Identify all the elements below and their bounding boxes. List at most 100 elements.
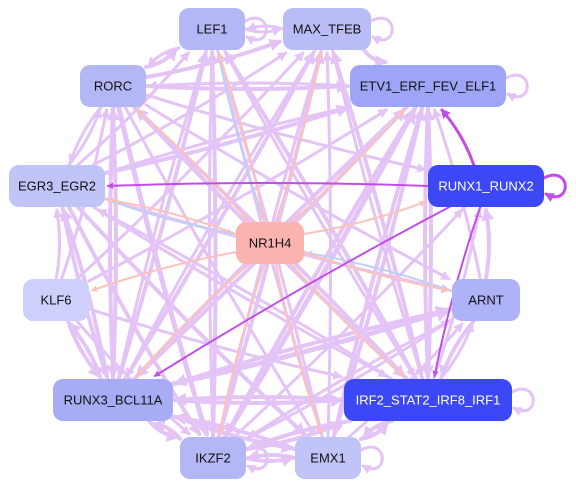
edge-egr3_egr2-to-nr1h4 (104, 197, 235, 236)
edge-runx3_bcl11a-to-irf2_stat2_irf8_irf1 (171, 394, 344, 408)
edge-lef1-to-nr1h4 (216, 49, 265, 221)
node-rorc[interactable]: RORC (80, 65, 146, 107)
edge-runx3_bcl11a-to-rorc (107, 107, 120, 381)
edge-emx1-to-ikzf2 (246, 449, 297, 462)
edge-egr3_egr2-to-lef1 (76, 51, 190, 167)
edge-runx3_bcl11a-to-arnt (170, 306, 453, 387)
edge-lef1-to-ikzf2 (207, 48, 218, 436)
edge-etv1_erf_fev_elf1-to-irf2_stat2_irf8_irf1 (421, 105, 434, 379)
node-label: IRF2_STAT2_IRF8_IRF1 (356, 393, 501, 408)
node-lef1[interactable]: LEF1 (179, 8, 245, 50)
node-box (53, 379, 173, 421)
node-label: RORC (94, 79, 132, 94)
node-box (80, 65, 146, 107)
edge-klf6-to-egr3_egr2 (53, 208, 63, 281)
edge-egr3_egr2-to-rorc (67, 108, 102, 167)
edge-runx1_runx2-to-runx1_runx2 (542, 173, 567, 202)
edge-runx3_bcl11a-to-klf6 (67, 322, 103, 381)
node-ikzf2[interactable]: IKZF2 (180, 437, 246, 479)
node-label: RUNX3_BCL11A (64, 393, 163, 408)
edge-ikzf2-to-lef1 (206, 50, 219, 439)
edge-etv1_erf_fev_elf1-to-egr3_egr2 (106, 105, 352, 175)
node-box (344, 379, 512, 421)
node-box (23, 279, 89, 321)
edge-arnt-to-irf2_stat2_irf8_irf1 (439, 319, 476, 379)
node-nr1h4[interactable]: NR1H4 (236, 222, 304, 264)
node-klf6[interactable]: KLF6 (23, 279, 89, 321)
node-runx3-bcl11a[interactable]: RUNX3_BCL11A (53, 379, 173, 421)
node-label: EMX1 (310, 451, 345, 466)
edge-lef1-to-runx3_bcl11a (116, 48, 208, 378)
edge-rorc-to-ikzf2 (116, 104, 211, 438)
node-etv1-erf-fev-elf1[interactable]: ETV1_ERF_FEV_ELF1 (350, 65, 506, 107)
edge-nr1h4-to-klf6 (90, 251, 237, 292)
edge-nr1h4-to-arnt (303, 251, 451, 293)
node-box (236, 222, 304, 264)
edge-runx3_bcl11a-to-max_tfeb (123, 50, 316, 381)
nodes-layer: LEF1 MAX_TFEB RORC ETV1_ERF_FEV_ELF1EGR3_EG… (9, 8, 544, 479)
edge-lef1-to-rorc (147, 46, 181, 67)
edge-irf2_stat2_irf8_irf1-to-lef1 (224, 50, 418, 381)
edge-nr1h4-to-rorc (136, 109, 250, 223)
edge-nr1h4-to-ikzf2 (217, 263, 266, 436)
node-label: ETV1_ERF_FEV_ELF1 (360, 79, 497, 94)
node-box (180, 437, 246, 479)
node-egr3-egr2[interactable]: EGR3_EGR2 (9, 165, 105, 207)
edge-nr1h4-to-runx3_bcl11a (136, 263, 250, 377)
edge-ikzf2-to-etv1_erf_fev_elf1 (222, 107, 417, 440)
node-label: ARNT (468, 293, 503, 308)
edge-lef1-to-lef1 (243, 16, 268, 45)
node-box (179, 8, 245, 50)
node-label: LEF1 (196, 22, 227, 37)
edge-nr1h4-to-lef1 (217, 51, 266, 223)
edge-rorc-to-arnt (144, 103, 451, 281)
node-label: NR1H4 (249, 236, 292, 251)
edge-runx1_runx2-to-etv1_erf_fev_elf1 (440, 108, 476, 167)
edge-nr1h4-to-egr3_egr2 (106, 197, 237, 235)
node-box (428, 165, 544, 207)
node-box (295, 437, 361, 479)
edge-lef1-to-irf2_stat2_irf8_irf1 (222, 48, 416, 378)
edge-ikzf2-to-runx3_bcl11a (151, 419, 182, 441)
edge-max_tfeb-to-max_tfeb (369, 16, 394, 45)
edge-nr1h4-to-etv1_erf_fev_elf1 (290, 109, 405, 223)
edge-nr1h4-to-emx1 (274, 263, 323, 436)
edge-max_tfeb-to-etv1_erf_fev_elf1 (362, 48, 389, 68)
node-arnt[interactable]: ARNT (452, 279, 520, 321)
edge-irf2_stat2_irf8_irf1-to-emx1 (362, 419, 394, 440)
node-box (452, 279, 520, 321)
edge-klf6-to-etv1_erf_fev_elf1 (87, 108, 388, 283)
node-irf2-stat2-irf8-irf1[interactable]: IRF2_STAT2_IRF8_IRF1 (344, 379, 512, 421)
edge-etv1_erf_fev_elf1-to-rorc (147, 80, 352, 91)
edge-irf2_stat2_irf8_irf1-to-runx3_bcl11a (173, 392, 346, 406)
node-box (9, 165, 105, 207)
edge-runx1_runx2-to-runx3_bcl11a (153, 206, 451, 377)
edge-arnt-to-runx1_runx2 (481, 207, 495, 281)
edge-runx1_runx2-to-egr3_egr2 (106, 182, 429, 190)
edge-arnt-to-nr1h4 (305, 250, 453, 292)
edge-nr1h4-to-max_tfeb (274, 51, 323, 223)
edge-emx1-to-emx1 (359, 445, 384, 474)
edge-nr1h4-to-irf2_stat2_irf8_irf1 (290, 263, 405, 377)
node-label: EGR3_EGR2 (18, 179, 96, 194)
node-box (350, 65, 506, 107)
node-label: KLF6 (40, 293, 71, 308)
edge-irf2_stat2_irf8_irf1-to-max_tfeb (330, 50, 425, 381)
node-max-tfeb[interactable]: MAX_TFEB (283, 8, 371, 50)
edge-max_tfeb-to-runx3_bcl11a (125, 48, 317, 378)
edge-irf2_stat2_irf8_irf1-to-etv1_erf_fev_elf1 (422, 107, 435, 381)
edge-max_tfeb-to-irf2_stat2_irf8_irf1 (331, 48, 424, 378)
edge-irf2_stat2_irf8_irf1-to-irf2_stat2_irf8_irf1 (510, 387, 535, 416)
edge-runx3_bcl11a-to-lef1 (116, 50, 210, 381)
edge-egr3_egr2-to-etv1_erf_fev_elf1 (103, 104, 350, 176)
node-runx1-runx2[interactable]: RUNX1_RUNX2 (428, 165, 544, 207)
node-box (283, 8, 371, 50)
node-emx1[interactable]: EMX1 (295, 437, 361, 479)
edge-etv1_erf_fev_elf1-to-etv1_erf_fev_elf1 (504, 73, 529, 102)
edge-etv1_erf_fev_elf1-to-ikzf2 (224, 105, 418, 437)
node-label: RUNX1_RUNX2 (438, 179, 533, 194)
edge-nr1h4-to-runx1_runx2 (303, 200, 427, 235)
edge-max_tfeb-to-lef1 (246, 21, 285, 32)
node-label: IKZF2 (195, 451, 230, 466)
